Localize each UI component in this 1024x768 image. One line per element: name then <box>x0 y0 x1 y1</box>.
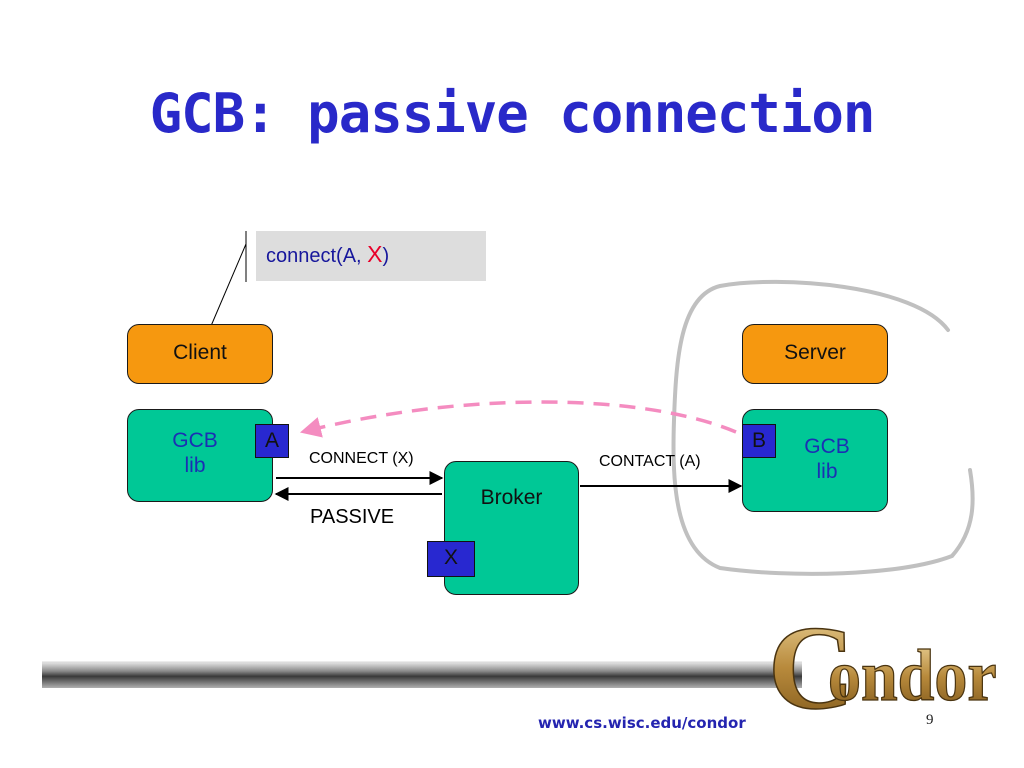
footer-url[interactable]: www.cs.wisc.edu/condor <box>538 714 746 732</box>
server-label: Server <box>784 341 846 364</box>
client-gcb-lib-label: GCB lib <box>160 428 230 478</box>
port-x: X <box>427 541 475 577</box>
server-lib-line2: lib <box>816 460 838 483</box>
connect-call-callout: connect(A, X) <box>256 231 486 281</box>
callout-prefix: connect(A, <box>266 245 368 267</box>
page-number: 9 <box>926 712 934 728</box>
footer-bar <box>42 662 802 688</box>
slide-title: GCB: passive connection <box>149 82 876 145</box>
client-box: Client <box>127 324 273 384</box>
callout-suffix: ) <box>382 245 390 267</box>
client-gcb-lib-box <box>127 409 273 502</box>
broker-label: Broker <box>480 486 543 509</box>
contact-message-label: CONTACT (A) <box>599 453 701 470</box>
callout-highlight: X <box>367 241 383 267</box>
svg-text:ondor: ondor <box>828 636 997 717</box>
server-lib-line1: GCB <box>804 435 850 458</box>
port-a: A <box>255 424 289 458</box>
server-box: Server <box>742 324 888 384</box>
passive-message-label: PASSIVE <box>310 506 395 528</box>
svg-text:C: C <box>768 601 855 734</box>
dashed-connection-arrow <box>299 400 737 438</box>
connect-message-label: CONNECT (X) <box>309 450 414 467</box>
client-lib-line2: lib <box>184 454 206 477</box>
server-highlight-loop <box>671 279 975 576</box>
client-label: Client <box>173 341 227 364</box>
server-gcb-lib-label: GCB lib <box>792 434 862 484</box>
broker-box: Broker <box>444 461 579 595</box>
port-b: B <box>742 424 776 458</box>
condor-logo: C ondor <box>767 600 997 735</box>
client-lib-line1: GCB <box>172 429 218 452</box>
